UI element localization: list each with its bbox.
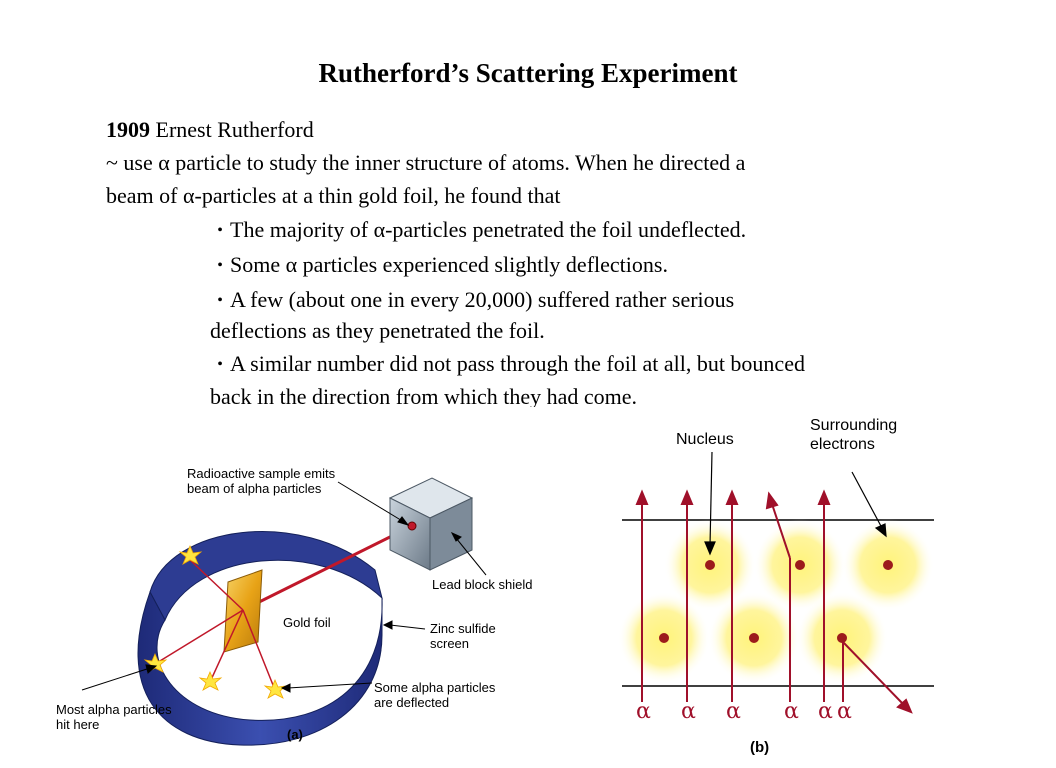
- bullet-item: •A similar number did not pass through t…: [210, 348, 805, 381]
- arrowhead-icon: [817, 489, 831, 505]
- alpha-label: α: [681, 699, 696, 724]
- bullet-icon: •: [217, 292, 223, 309]
- intro-line: 1909 Ernest Rutherford: [106, 114, 314, 146]
- description-line-2: beam of α-particles at a thin gold foil,…: [106, 183, 561, 208]
- arrowhead-icon: [874, 523, 887, 538]
- figure-b-caption: (b): [750, 739, 770, 756]
- nucleus: [837, 633, 847, 643]
- bullet-item: •The majority of α-particles penetrated …: [210, 214, 746, 247]
- screen-ring-back: [149, 531, 383, 622]
- bullet-icon: •: [217, 356, 223, 373]
- alpha-beam: [242, 524, 413, 612]
- particle-path: [209, 609, 244, 683]
- screen-ring-front: [137, 590, 383, 746]
- nucleus: [705, 560, 715, 570]
- scientist-name: Ernest Rutherford: [150, 117, 314, 142]
- alpha-label: α: [837, 699, 852, 724]
- figure-a-apparatus: [81, 477, 487, 746]
- bullet-item-continued: deflections as they penetrated the foil.: [210, 318, 545, 343]
- nucleus: [795, 560, 805, 570]
- arrowhead-icon: [635, 489, 649, 505]
- bullet-icon: •: [217, 222, 223, 239]
- label-lead-block: Lead block shield: [432, 577, 533, 592]
- particle-path: [154, 609, 244, 665]
- radioactive-sample: [407, 521, 417, 531]
- arrowhead-icon: [725, 489, 739, 505]
- flash-icon: [263, 678, 288, 699]
- arrowhead-icon: [896, 698, 913, 714]
- bullet-item: •A few (about one in every 20,000) suffe…: [210, 284, 734, 317]
- arrowhead-icon: [680, 489, 694, 505]
- bullet-item: •Some α particles experienced slightly d…: [210, 249, 668, 282]
- alpha-label: α: [818, 699, 833, 724]
- figure-b-atom-model: [618, 451, 934, 714]
- arrowhead-icon: [765, 491, 779, 510]
- nucleus: [883, 560, 893, 570]
- bullet-item-continued: back in the direction from which they ha…: [210, 384, 638, 407]
- label-gold-foil: Gold foil: [283, 615, 331, 630]
- lead-block-side: [429, 497, 473, 571]
- slide-title: Rutherford’s Scattering Experiment: [318, 58, 738, 88]
- particle-path: [242, 609, 276, 691]
- flash-icon: [178, 544, 203, 565]
- bullet-icon: •: [217, 257, 223, 274]
- particle-path: [187, 557, 244, 611]
- year: 1909: [106, 117, 150, 142]
- alpha-label: α: [726, 699, 741, 724]
- description-line-1: ~ use α particle to study the inner stru…: [106, 150, 746, 175]
- figure-a-caption: (a): [287, 727, 303, 742]
- alpha-label: α: [636, 699, 651, 724]
- flash-icon: [198, 670, 223, 691]
- nucleus: [659, 633, 669, 643]
- alpha-label: α: [784, 699, 799, 724]
- arrowhead-icon: [704, 541, 716, 556]
- label-nucleus: Nucleus: [676, 431, 734, 448]
- nucleus: [749, 633, 759, 643]
